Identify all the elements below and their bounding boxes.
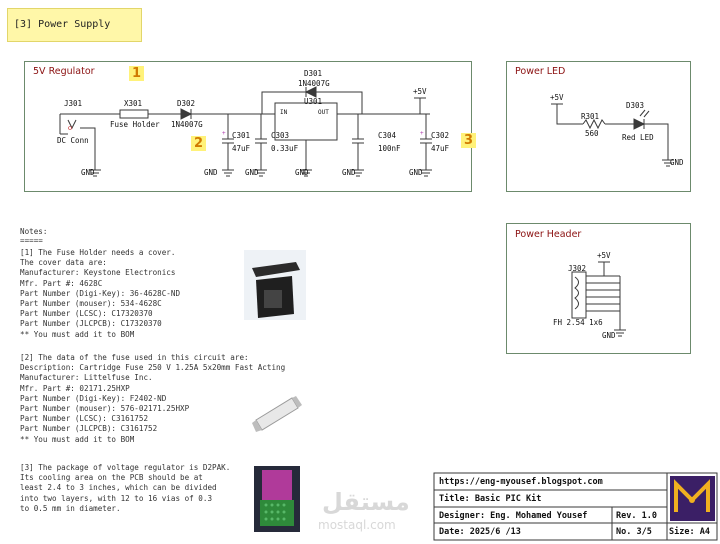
dc-connector-symbol — [59, 113, 80, 135]
j301-value: DC Conn — [57, 136, 89, 145]
c303-ref: C303 — [271, 131, 290, 140]
j302-value: FH 2.54 1x6 — [553, 318, 603, 327]
svg-text:+: + — [420, 130, 424, 137]
d301-value: 1N4007G — [298, 79, 330, 88]
title-block-size: Size: A4 — [669, 527, 710, 537]
badge-note-2: 2 — [191, 136, 207, 151]
gnd-label-c301: GND — [204, 168, 218, 177]
notes-heading: Notes: — [20, 227, 48, 236]
gnd-label-c302: GND — [409, 168, 423, 177]
panel-title-power-header: Power Header — [515, 229, 582, 240]
c303-value: 0.33uF — [271, 144, 299, 153]
sheet-title: [3] Power Supply — [14, 19, 111, 30]
c302-ref: C302 — [431, 131, 450, 140]
gnd-label-u301: GND — [295, 168, 309, 177]
title-block-title: Title: Basic PIC Kit — [439, 494, 542, 504]
note-2: [2] The data of the fuse used in this ci… — [20, 353, 286, 444]
j301-ref: J301 — [64, 99, 83, 108]
d303-ref: D303 — [626, 101, 645, 110]
title-block-date: Date: 2025/6 /13 — [439, 527, 521, 537]
gnd-symbol — [89, 169, 101, 177]
panel-title-power-led: Power LED — [515, 66, 566, 77]
r301-ref: R301 — [581, 112, 600, 121]
dc-connector-arrow — [67, 119, 77, 130]
gnd-label-j301: GND — [81, 168, 95, 177]
x301-ref: X301 — [124, 99, 143, 108]
panel-title-regulator: 5V Regulator — [33, 66, 95, 77]
panel-power-led — [506, 61, 691, 192]
fuse-holder-image — [244, 250, 306, 320]
d303-value: Red LED — [622, 133, 654, 142]
title-block-number: No. 3/5 — [616, 527, 652, 537]
j302-ref: J302 — [568, 264, 587, 273]
r301-value: 560 — [585, 129, 599, 138]
x301-value: Fuse Holder — [110, 120, 160, 129]
d301-ref: D301 — [304, 69, 323, 78]
header-gnd-label: GND — [602, 331, 616, 340]
watermark-arabic: مستقل — [322, 488, 410, 516]
watermark-latin: mostaql.com — [318, 518, 396, 532]
badge-note-1: 1 — [129, 66, 145, 81]
title-block-url: https://eng-myousef.blogspot.com — [439, 477, 603, 487]
sheet-title-box: [3] Power Supply — [7, 8, 142, 42]
d302-ref: D302 — [177, 99, 196, 108]
led-vcc-label: +5V — [550, 93, 564, 102]
vcc-label-regulator: +5V — [413, 87, 427, 96]
pcb-footprint-image — [254, 466, 300, 532]
c302-value: 47uF — [431, 144, 450, 153]
title-block-designer: Designer: Eng. Mohamed Yousef — [439, 511, 588, 521]
r301-resistor-symbol — [582, 118, 606, 130]
note-3: [3] The package of voltage regulator is … — [20, 463, 231, 513]
header-vcc-label: +5V — [597, 251, 611, 260]
u301-ref: U301 — [304, 97, 323, 106]
svg-text:+: + — [222, 130, 226, 137]
j302-header-body — [571, 271, 587, 319]
c301-ref: C301 — [232, 131, 251, 140]
u301-out-pin: OUT — [318, 109, 329, 116]
gnd-label-c303: GND — [245, 168, 259, 177]
c304-value: 100nF — [378, 144, 401, 153]
c301-value: 47uF — [232, 144, 251, 153]
panel-power-header — [506, 223, 691, 354]
panel-5v-regulator — [24, 61, 472, 192]
brand-logo — [670, 476, 715, 521]
badge-note-3: 3 — [461, 133, 477, 148]
title-block-rev: Rev. 1.0 — [616, 511, 657, 521]
u301-in-pin: IN — [280, 109, 288, 116]
c304-ref: C304 — [378, 131, 397, 140]
led-gnd-label: GND — [670, 158, 684, 167]
note-1: [1] The Fuse Holder needs a cover. The c… — [20, 248, 181, 339]
d302-value: 1N4007G — [171, 120, 203, 129]
notes-underline: ===== — [20, 236, 43, 245]
fuse-image — [250, 388, 306, 440]
gnd-label-c304: GND — [342, 168, 356, 177]
